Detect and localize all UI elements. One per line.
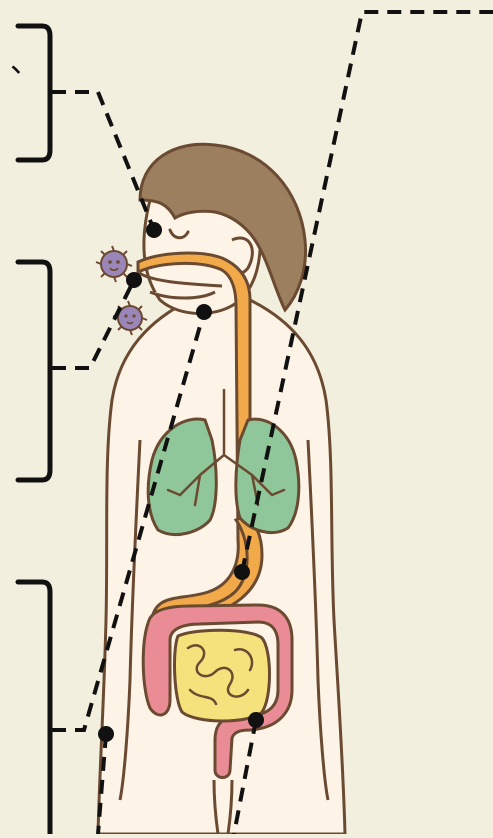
dot-stomach <box>234 564 250 580</box>
dot-intestine <box>248 712 264 728</box>
dot-lower-left <box>98 726 114 742</box>
dot-nose <box>146 222 162 238</box>
dot-mouth <box>126 272 142 288</box>
small-intestine <box>175 630 270 721</box>
bracket-top-mark: 、 <box>10 48 40 78</box>
germ-icon <box>113 301 147 335</box>
intestine-coil <box>175 630 270 721</box>
dot-throat <box>196 304 212 320</box>
bracket-bottom <box>18 582 50 834</box>
bracket-middle <box>18 262 50 480</box>
germ-icon <box>96 246 132 282</box>
leader-line-nose <box>52 92 154 230</box>
